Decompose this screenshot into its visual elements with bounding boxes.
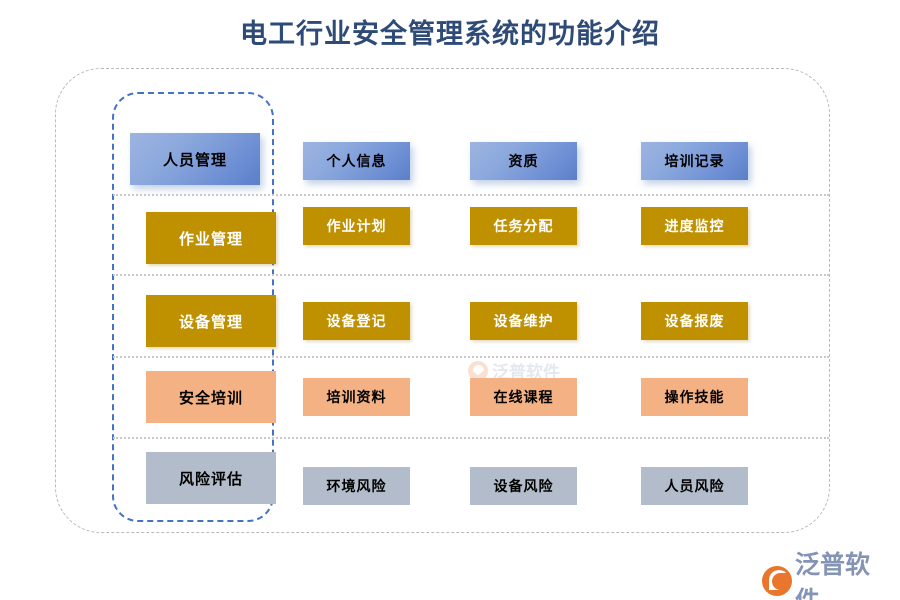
feature-card-equipment-3[interactable]: 设备报废 [641,302,748,340]
feature-card-training-1[interactable]: 培训资料 [303,378,410,416]
feature-card-operation-2[interactable]: 任务分配 [470,207,577,245]
module-card-risk[interactable]: 风险评估 [146,452,276,504]
page-title: 电工行业安全管理系统的功能介绍 [240,19,660,49]
feature-card-personnel-2[interactable]: 资质 [470,142,577,180]
row-separator-4 [113,437,829,439]
row-separator-1 [113,194,829,196]
module-card-operation[interactable]: 作业管理 [146,212,276,264]
module-card-personnel[interactable]: 人员管理 [130,133,260,185]
feature-card-personnel-1[interactable]: 个人信息 [303,142,410,180]
feature-card-risk-1[interactable]: 环境风险 [303,467,410,505]
feature-card-personnel-3[interactable]: 培训记录 [641,142,748,180]
logo-company-name: 泛普软件 [795,552,871,600]
row-separator-2 [113,274,829,276]
feature-card-training-3[interactable]: 操作技能 [641,378,748,416]
fanpu-swoosh-icon [762,566,792,596]
module-card-training[interactable]: 安全培训 [146,371,276,423]
outer-dashed-frame [55,68,830,533]
feature-card-operation-1[interactable]: 作业计划 [303,207,410,245]
module-card-equipment[interactable]: 设备管理 [146,295,276,347]
row-separator-3 [113,356,829,358]
logo-row: 泛普软件 [762,545,894,600]
feature-card-training-2[interactable]: 在线课程 [470,378,577,416]
company-logo: 泛普软件 www.fanpusoft.com [762,545,894,600]
feature-card-equipment-2[interactable]: 设备维护 [470,302,577,340]
feature-card-operation-3[interactable]: 进度监控 [641,207,748,245]
feature-card-risk-2[interactable]: 设备风险 [470,467,577,505]
feature-card-equipment-1[interactable]: 设备登记 [303,302,410,340]
feature-card-risk-3[interactable]: 人员风险 [641,467,748,505]
